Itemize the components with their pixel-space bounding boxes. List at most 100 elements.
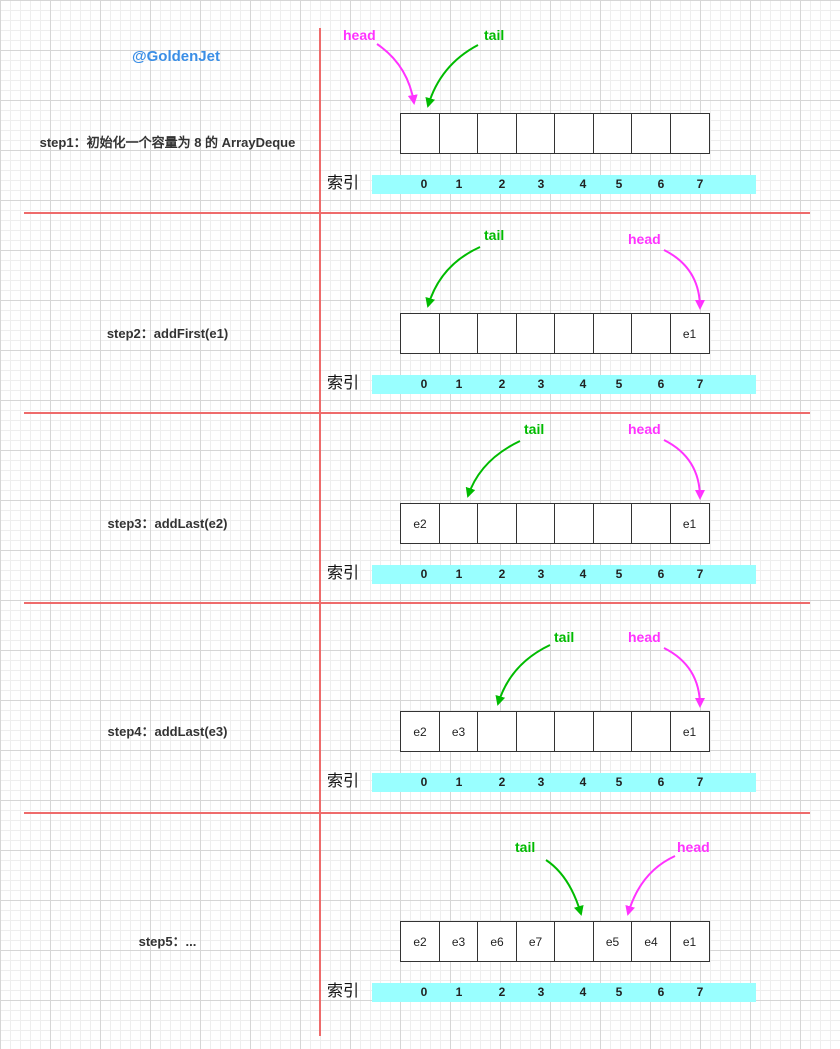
array-cell-7: e1 xyxy=(669,921,710,962)
array-cell-0 xyxy=(400,113,440,154)
index-number-2: 2 xyxy=(498,567,506,581)
array-cell-7 xyxy=(669,113,710,154)
index-label: 索引 xyxy=(327,375,360,392)
array-cell-6 xyxy=(631,113,671,154)
vertical-divider xyxy=(319,28,321,1036)
step-2-label: step2：addFirst(e1) xyxy=(106,326,229,341)
index-number-0: 0 xyxy=(420,177,428,191)
index-number-2: 2 xyxy=(498,377,506,391)
array-cell-7: e1 xyxy=(669,711,710,752)
index-number-2: 2 xyxy=(498,985,506,999)
step-3-label: step3：addLast(e2) xyxy=(107,516,228,531)
index-number-5: 5 xyxy=(615,177,623,191)
array-cell-5 xyxy=(592,503,633,544)
step-1-label: step1：初始化一个容量为 8 的 ArrayDeque xyxy=(39,135,296,150)
section-divider-2 xyxy=(24,412,810,414)
array-cell-4 xyxy=(554,113,594,154)
head-arrow-icon xyxy=(376,43,418,105)
head-pointer-label: head xyxy=(628,629,661,645)
array-cell-1 xyxy=(438,503,479,544)
array-cell-0: e2 xyxy=(400,503,440,544)
array-cell-6 xyxy=(631,503,671,544)
head-arrow-icon xyxy=(625,855,676,916)
step-1-array xyxy=(400,113,722,154)
index-number-7: 7 xyxy=(696,567,704,581)
index-number-7: 7 xyxy=(696,177,704,191)
section-divider-4 xyxy=(24,812,810,814)
array-cell-7: e1 xyxy=(669,313,710,354)
index-number-7: 7 xyxy=(696,775,704,789)
tail-arrow-icon xyxy=(425,246,481,308)
index-number-6: 6 xyxy=(657,377,665,391)
index-number-6: 6 xyxy=(657,985,665,999)
array-cell-4 xyxy=(554,503,594,544)
array-cell-0: e2 xyxy=(400,921,440,962)
index-number-2: 2 xyxy=(498,177,506,191)
array-cell-2 xyxy=(477,503,517,544)
index-number-6: 6 xyxy=(657,567,665,581)
array-cell-1 xyxy=(438,313,479,354)
array-cell-3 xyxy=(515,711,556,752)
step-5-label: step5：... xyxy=(138,934,197,949)
array-cell-6: e4 xyxy=(631,921,671,962)
index-number-5: 5 xyxy=(615,775,623,789)
index-number-4: 4 xyxy=(579,177,587,191)
array-cell-3: e7 xyxy=(515,921,556,962)
index-number-3: 3 xyxy=(537,377,545,391)
index-number-4: 4 xyxy=(579,985,587,999)
tail-pointer-label: tail xyxy=(524,421,545,437)
brand-watermark: @GoldenJet xyxy=(132,48,220,65)
array-cell-0 xyxy=(400,313,440,354)
array-cell-2: e6 xyxy=(477,921,517,962)
array-cell-5 xyxy=(592,113,633,154)
index-number-1: 1 xyxy=(455,985,463,999)
index-number-6: 6 xyxy=(657,775,665,789)
tail-arrow-icon xyxy=(495,644,551,706)
index-number-5: 5 xyxy=(615,567,623,581)
array-cell-1 xyxy=(438,113,479,154)
array-cell-4 xyxy=(554,921,594,962)
head-pointer-label: head xyxy=(343,27,376,43)
array-cell-2 xyxy=(477,313,517,354)
array-cell-1: e3 xyxy=(438,921,479,962)
index-number-0: 0 xyxy=(420,567,428,581)
index-number-7: 7 xyxy=(696,985,704,999)
step-4-label: step4：addLast(e3) xyxy=(107,724,228,739)
array-cell-2 xyxy=(477,711,517,752)
index-number-2: 2 xyxy=(498,775,506,789)
index-number-3: 3 xyxy=(537,775,545,789)
step-2-array: e1 xyxy=(400,313,722,354)
index-number-7: 7 xyxy=(696,377,704,391)
array-cell-6 xyxy=(631,711,671,752)
index-label: 索引 xyxy=(327,773,360,790)
index-number-5: 5 xyxy=(615,985,623,999)
tail-pointer-label: tail xyxy=(515,839,536,855)
index-number-3: 3 xyxy=(537,177,545,191)
array-cell-3 xyxy=(515,313,556,354)
array-cell-5 xyxy=(592,711,633,752)
index-number-4: 4 xyxy=(579,567,587,581)
index-label: 索引 xyxy=(327,175,360,192)
index-number-1: 1 xyxy=(455,775,463,789)
array-cell-7: e1 xyxy=(669,503,710,544)
index-number-0: 0 xyxy=(420,377,428,391)
step-3-array: e2 e1 xyxy=(400,503,722,544)
head-pointer-label: head xyxy=(628,421,661,437)
index-label: 索引 xyxy=(327,565,360,582)
index-number-4: 4 xyxy=(579,775,587,789)
array-cell-3 xyxy=(515,503,556,544)
head-arrow-icon xyxy=(663,439,705,500)
index-number-5: 5 xyxy=(615,377,623,391)
index-number-1: 1 xyxy=(455,567,463,581)
array-cell-3 xyxy=(515,113,556,154)
tail-pointer-label: tail xyxy=(484,27,505,43)
tail-pointer-label: tail xyxy=(554,629,575,645)
array-cell-4 xyxy=(554,711,594,752)
index-number-4: 4 xyxy=(579,377,587,391)
